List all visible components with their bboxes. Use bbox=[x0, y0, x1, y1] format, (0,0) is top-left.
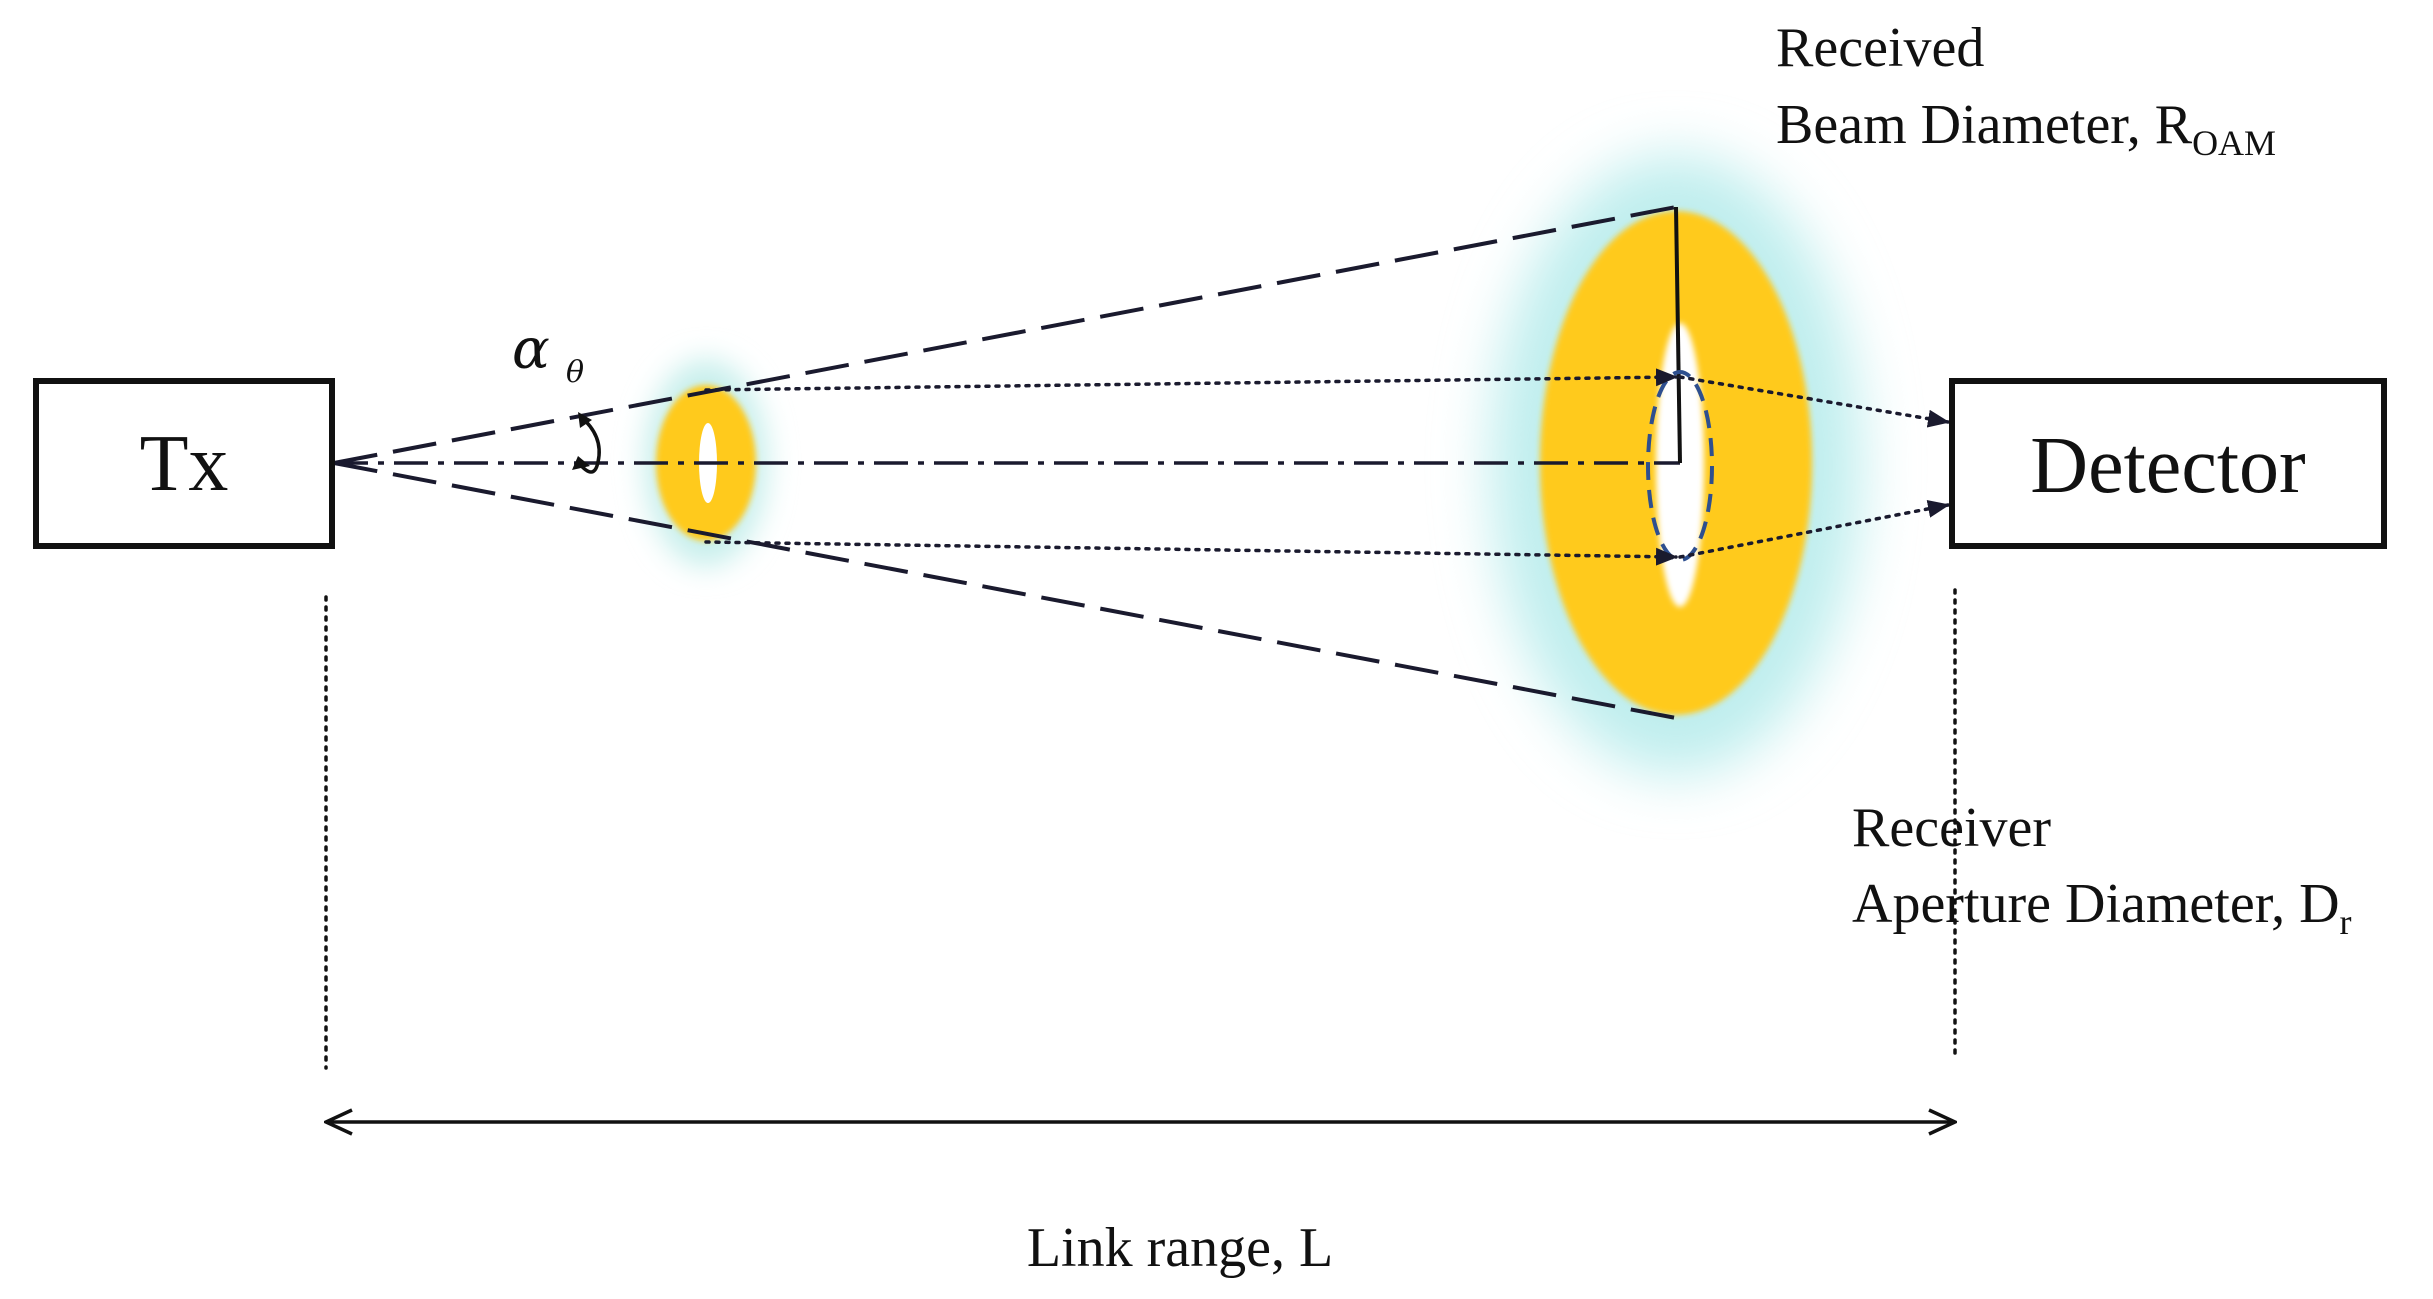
received-beam-subscript: OAM bbox=[2192, 123, 2276, 163]
receiver-aperture-line2: Aperture Diameter, Dr bbox=[1852, 873, 2352, 942]
receiver-aperture-subscript: r bbox=[2340, 902, 2352, 942]
ray-arrows bbox=[704, 368, 1950, 566]
received-beam-line2-text: Beam Diameter, R bbox=[1776, 94, 2193, 156]
receiver-aperture-line1: Receiver bbox=[1852, 797, 2051, 859]
receiver-aperture-caption: Receiver Aperture Diameter, Dr bbox=[1852, 797, 2352, 942]
link-range-label: Link range, L bbox=[1027, 1217, 1333, 1279]
ray-lower-to-aperture bbox=[704, 540, 1678, 566]
received-beam-core bbox=[1656, 323, 1704, 607]
cone-upper-edge bbox=[333, 205, 1677, 465]
transmitter-box: Tx bbox=[33, 378, 335, 549]
transmitter-frame bbox=[33, 378, 335, 549]
received-beam-line1: Received bbox=[1776, 17, 1984, 79]
received-beam-line2: Beam Diameter, ROAM bbox=[1776, 94, 2276, 163]
received-beam-caption: Received Beam Diameter, ROAM bbox=[1776, 17, 2276, 163]
receiver-aperture-line2-text: Aperture Diameter, D bbox=[1852, 873, 2340, 935]
receiver-aperture-ellipse bbox=[1646, 370, 1714, 562]
detector-label: Detector bbox=[2030, 422, 2305, 510]
beam-radius-marker bbox=[1674, 206, 1682, 464]
detector-box: Detector bbox=[1949, 378, 2387, 549]
ray-upper-to-aperture bbox=[704, 368, 1678, 392]
detector-frame bbox=[1949, 378, 2387, 549]
divergence-angle-label: α θ bbox=[512, 317, 584, 390]
cone-lower-edge bbox=[333, 461, 1677, 720]
transmitter-label: Tx bbox=[140, 420, 229, 508]
angle-subscript: θ bbox=[566, 355, 584, 390]
angle-symbol: α bbox=[512, 317, 550, 382]
divergence-angle-arc bbox=[572, 412, 601, 474]
divergence-cone bbox=[333, 205, 1677, 720]
